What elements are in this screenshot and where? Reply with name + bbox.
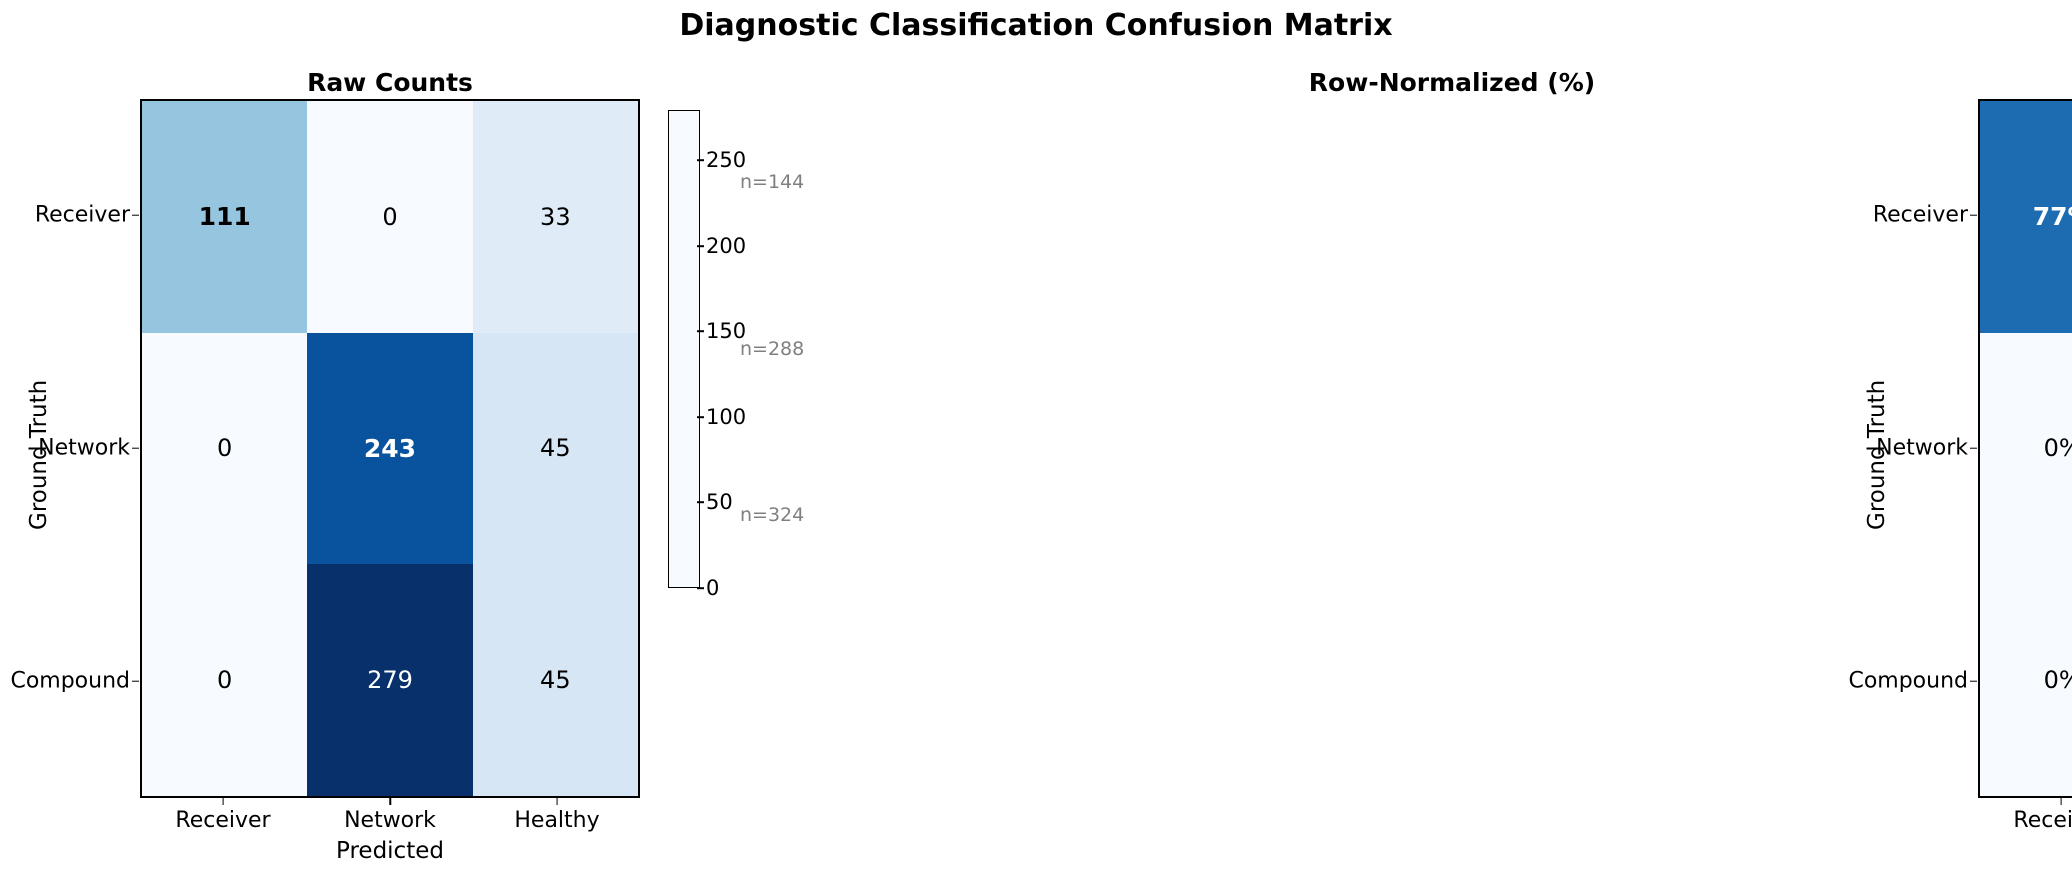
cell-r0-c0[interactable]: 111 (142, 101, 308, 333)
cell-r1-c0[interactable]: 0 (142, 332, 308, 565)
pct-xtick-label-receiver: Receiver (2013, 808, 2072, 833)
row-total-network: n=288 (740, 338, 805, 360)
xaxis-label-predicted: Predicted (336, 838, 444, 864)
subplot-title-row-normalized: Row-Normalized (%) (1308, 68, 1596, 97)
heatmap-raw-counts: 111 0 33 0 243 45 0 279 45 (140, 99, 640, 798)
figure-suptitle: Diagnostic Classification Confusion Matr… (679, 8, 1393, 43)
row-total-compound: n=324 (740, 504, 805, 526)
pct-cell-r1-c0[interactable]: 0% (1980, 332, 2072, 565)
ytick-label-compound: Compound (0, 669, 130, 694)
panel-raw-counts: Raw Counts 111 0 33 0 243 45 0 279 45 Re… (0, 0, 1036, 875)
pct-cell-r2-c0[interactable]: 0% (1980, 564, 2072, 796)
ytick-label-receiver: Receiver (0, 203, 130, 228)
cbar-tick-0: 0 (706, 576, 720, 600)
pct-ytick-label-receiver: Receiver (1778, 203, 1968, 228)
pct-ytick-label-compound: Compound (1778, 669, 1968, 694)
yaxis-label-ground-truth: Ground Truth (26, 379, 52, 530)
pct-ytick-label-network: Network (1778, 436, 1968, 461)
heatmap-row-normalized: 77% 0% 23% 0% 84% 16% 0% 86% 14% (1978, 99, 2072, 798)
cell-r0-c1[interactable]: 0 (307, 101, 473, 333)
cell-r2-c2[interactable]: 45 (472, 564, 638, 796)
cbar-tick-150: 150 (706, 319, 747, 343)
cbar-tick-250: 250 (706, 148, 747, 172)
cell-r1-c1[interactable]: 243 (307, 332, 473, 565)
cbar-tick-50: 50 (706, 490, 733, 514)
xtick-label-receiver: Receiver (175, 808, 271, 833)
row-total-receiver: n=144 (740, 171, 805, 193)
cell-r2-c0[interactable]: 0 (142, 564, 308, 796)
pct-cell-r0-c0[interactable]: 77% (1980, 101, 2072, 333)
cbar-tick-200: 200 (706, 234, 747, 258)
ytick-label-network: Network (0, 436, 130, 461)
xtick-label-healthy: Healthy (514, 808, 600, 833)
cell-r1-c2[interactable]: 45 (472, 332, 638, 565)
subplot-title-raw-counts: Raw Counts (307, 68, 473, 97)
cbar-tick-100: 100 (706, 405, 747, 429)
pct-yaxis-label-ground-truth: Ground Truth (1864, 379, 1890, 530)
cell-r0-c2[interactable]: 33 (472, 101, 638, 333)
colorbar-raw-counts[interactable] (668, 110, 700, 588)
cell-r2-c1[interactable]: 279 (307, 564, 473, 796)
pct-xaxis-label-predicted: Predicted (1978, 838, 2072, 864)
panel-row-normalized: Row-Normalized (%) 77% 0% 23% 0% 84% 16%… (1036, 0, 2072, 875)
xtick-label-network: Network (344, 808, 436, 833)
